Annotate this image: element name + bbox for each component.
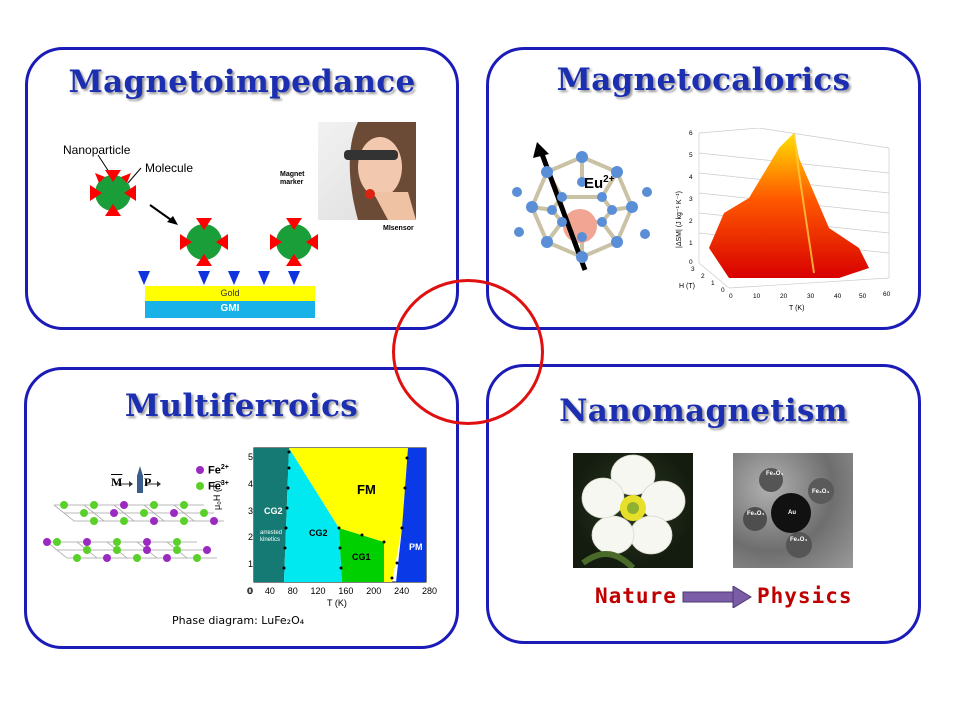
z-tick: 0	[689, 259, 693, 266]
panel-magnetoimpedance: Magnetoimpedance Nanoparticle Molecule	[25, 47, 459, 330]
h-axis-label: H (T)	[679, 283, 695, 290]
t-tick: 40	[834, 293, 842, 300]
y-tick: 1	[247, 559, 253, 570]
panel-multiferroics: Multiferroics	[24, 367, 459, 649]
phase-y-ticks: 5 4 3 2 1 0	[243, 444, 253, 605]
tem-label: Fe₃O₄	[790, 537, 808, 543]
phase-diagram	[253, 447, 427, 583]
y-tick: 3	[247, 505, 253, 516]
panel-title-magnetoimpedance: Magnetoimpedance	[68, 64, 416, 100]
tem-label: Au	[788, 510, 796, 516]
phase-y-label: μ₀H (T)	[212, 480, 222, 510]
molecule-label: Molecule	[145, 161, 194, 175]
nanoparticle-shape	[90, 170, 136, 216]
h-tick: 2	[701, 273, 705, 280]
nanoparticle-label: Nanoparticle	[63, 143, 131, 157]
polarization-p-label: P	[144, 475, 152, 489]
x-tick: 160	[338, 586, 354, 596]
phase-label-pm: PM	[409, 542, 423, 552]
phase-label-cg2-left: CG2	[264, 506, 283, 516]
x-tick: 80	[287, 586, 298, 596]
t-tick: 50	[859, 293, 867, 300]
polarization-m-label: M	[111, 475, 123, 489]
x-tick: 240	[394, 586, 410, 596]
physics-label: Physics	[757, 584, 853, 608]
x-tick: 120	[310, 586, 326, 596]
t-tick: 0	[729, 293, 733, 300]
nature-label: Nature	[595, 584, 677, 608]
z-axis-label: |ΔSM| (J kg⁻¹ K⁻¹)	[676, 191, 683, 248]
t-axis-label: T (K)	[789, 305, 804, 312]
fe3-legend-label: Fe3+	[208, 480, 229, 493]
phase-label-fm: FM	[357, 482, 376, 497]
tem-image	[733, 453, 853, 568]
x-tick: 40	[264, 586, 275, 596]
t-tick: 60	[883, 291, 891, 298]
wearable-sensor-photo	[318, 122, 416, 220]
z-tick: 4	[689, 174, 693, 181]
magnet-marker-label: Magnet marker	[280, 171, 305, 186]
y-tick: 5	[247, 452, 253, 462]
z-tick: 6	[689, 130, 693, 137]
entropy-surface-plot: 6 5 4 3 2 1 0 3 2 1 0 0 10 20 30 40 50 6…	[676, 128, 891, 312]
panel-title-nanomagnetism: Nanomagnetism	[559, 393, 848, 429]
h-tick: 3	[691, 266, 695, 273]
misensor-label: MIsensor	[383, 225, 414, 232]
phase-diagram-caption: Phase diagram: LuFe₂O₄	[172, 614, 305, 627]
fe3-charge: 3+	[220, 480, 229, 487]
x-tick: 280	[421, 586, 437, 596]
phase-label-cg1: CG1	[352, 552, 371, 562]
y-tick: 0	[247, 585, 253, 596]
gmi-label: GMI	[220, 303, 240, 314]
fe2-charge: 2+	[220, 464, 229, 471]
tem-label: Fe₃O₄	[812, 489, 830, 495]
y-tick: 2	[247, 532, 253, 543]
flower-photo	[573, 453, 693, 568]
eu-ion-label: Eu2+	[584, 174, 615, 192]
h-tick: 0	[721, 287, 725, 294]
y-tick: 4	[247, 478, 253, 489]
t-tick: 30	[807, 293, 815, 300]
fe2-symbol: Fe	[208, 464, 221, 477]
gmi-sensor-diagram	[90, 154, 318, 318]
x-tick: 200	[366, 586, 382, 596]
lufe2o4-lattice	[43, 466, 224, 562]
t-tick: 10	[753, 293, 761, 300]
eu-ion-symbol: Eu	[584, 175, 604, 192]
fe3-symbol: Fe	[208, 480, 221, 493]
panel-magnetocalorics: Magnetocalorics Eu2+	[486, 47, 921, 330]
clathrate-cage-model	[512, 142, 652, 271]
z-tick: 2	[689, 218, 693, 225]
tem-label: Fe₃O₄	[766, 471, 784, 477]
x-tick: 0	[247, 586, 253, 596]
z-tick: 5	[689, 152, 693, 159]
nature-to-physics-arrow	[682, 586, 752, 608]
central-ring	[392, 279, 544, 425]
phase-x-ticks: 0 40 80 120 160 200 240 280	[247, 586, 437, 596]
eu-ion-charge: 2+	[603, 174, 615, 185]
z-tick: 3	[689, 196, 693, 203]
tem-label: Fe₃O₄	[747, 511, 765, 517]
z-tick: 1	[689, 240, 693, 247]
panel-nanomagnetism: Nanomagnetism Fe₃O₄ Fe₃O₄ Fe₃O₄ Au Fe₃O₄	[486, 364, 921, 644]
fe2-legend-label: Fe2+	[208, 464, 229, 477]
phase-label-arrested: arrested kinetics	[260, 530, 283, 543]
h-tick: 1	[711, 280, 715, 287]
panel-title-magnetocalorics: Magnetocalorics	[556, 62, 851, 98]
panel-title-multiferroics: Multiferroics	[124, 388, 359, 424]
t-tick: 20	[780, 293, 788, 300]
gold-label: Gold	[220, 288, 240, 298]
phase-x-label: T (K)	[327, 598, 347, 608]
phase-label-cg2-mid: CG2	[309, 528, 328, 538]
